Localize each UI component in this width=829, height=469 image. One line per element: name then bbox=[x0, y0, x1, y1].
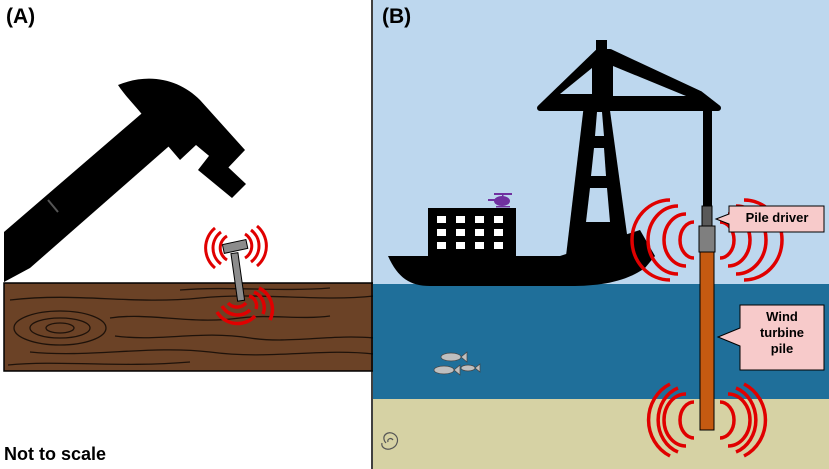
pile-callout-line-3: pile bbox=[770, 341, 794, 356]
seabed-sound-waves bbox=[646, 382, 768, 458]
pile-callout-label: Wind turbine pile bbox=[744, 309, 820, 357]
wind-turbine-pile bbox=[699, 251, 715, 431]
scale-note: Not to scale bbox=[4, 444, 107, 464]
seabed bbox=[373, 399, 829, 469]
pile-callout-line-1: Wind bbox=[766, 309, 798, 324]
panel-b-label: (B) bbox=[382, 5, 412, 28]
wood-sound-waves bbox=[215, 286, 275, 326]
panel-a bbox=[3, 78, 375, 372]
fish-school bbox=[433, 351, 481, 376]
wooden-plank bbox=[3, 282, 375, 372]
hammer bbox=[4, 78, 246, 282]
pile-callout-box bbox=[716, 304, 825, 371]
panel-a-label: (A) bbox=[6, 5, 36, 28]
shell-icon bbox=[381, 432, 399, 450]
pile-driver-sound-waves bbox=[630, 198, 784, 282]
pile-driver-callout-label: Pile driver bbox=[745, 210, 809, 225]
crane-tower-openings bbox=[560, 66, 686, 222]
ship-windows bbox=[437, 216, 503, 249]
pile-callout-line-2: turbine bbox=[759, 325, 805, 340]
wood-grain bbox=[7, 287, 375, 366]
helicopter-icon bbox=[488, 193, 512, 208]
nail bbox=[221, 238, 249, 302]
nail-head-sound-waves bbox=[204, 224, 268, 270]
panel-b bbox=[373, 0, 829, 469]
pile-driver-callout-box bbox=[714, 205, 825, 233]
